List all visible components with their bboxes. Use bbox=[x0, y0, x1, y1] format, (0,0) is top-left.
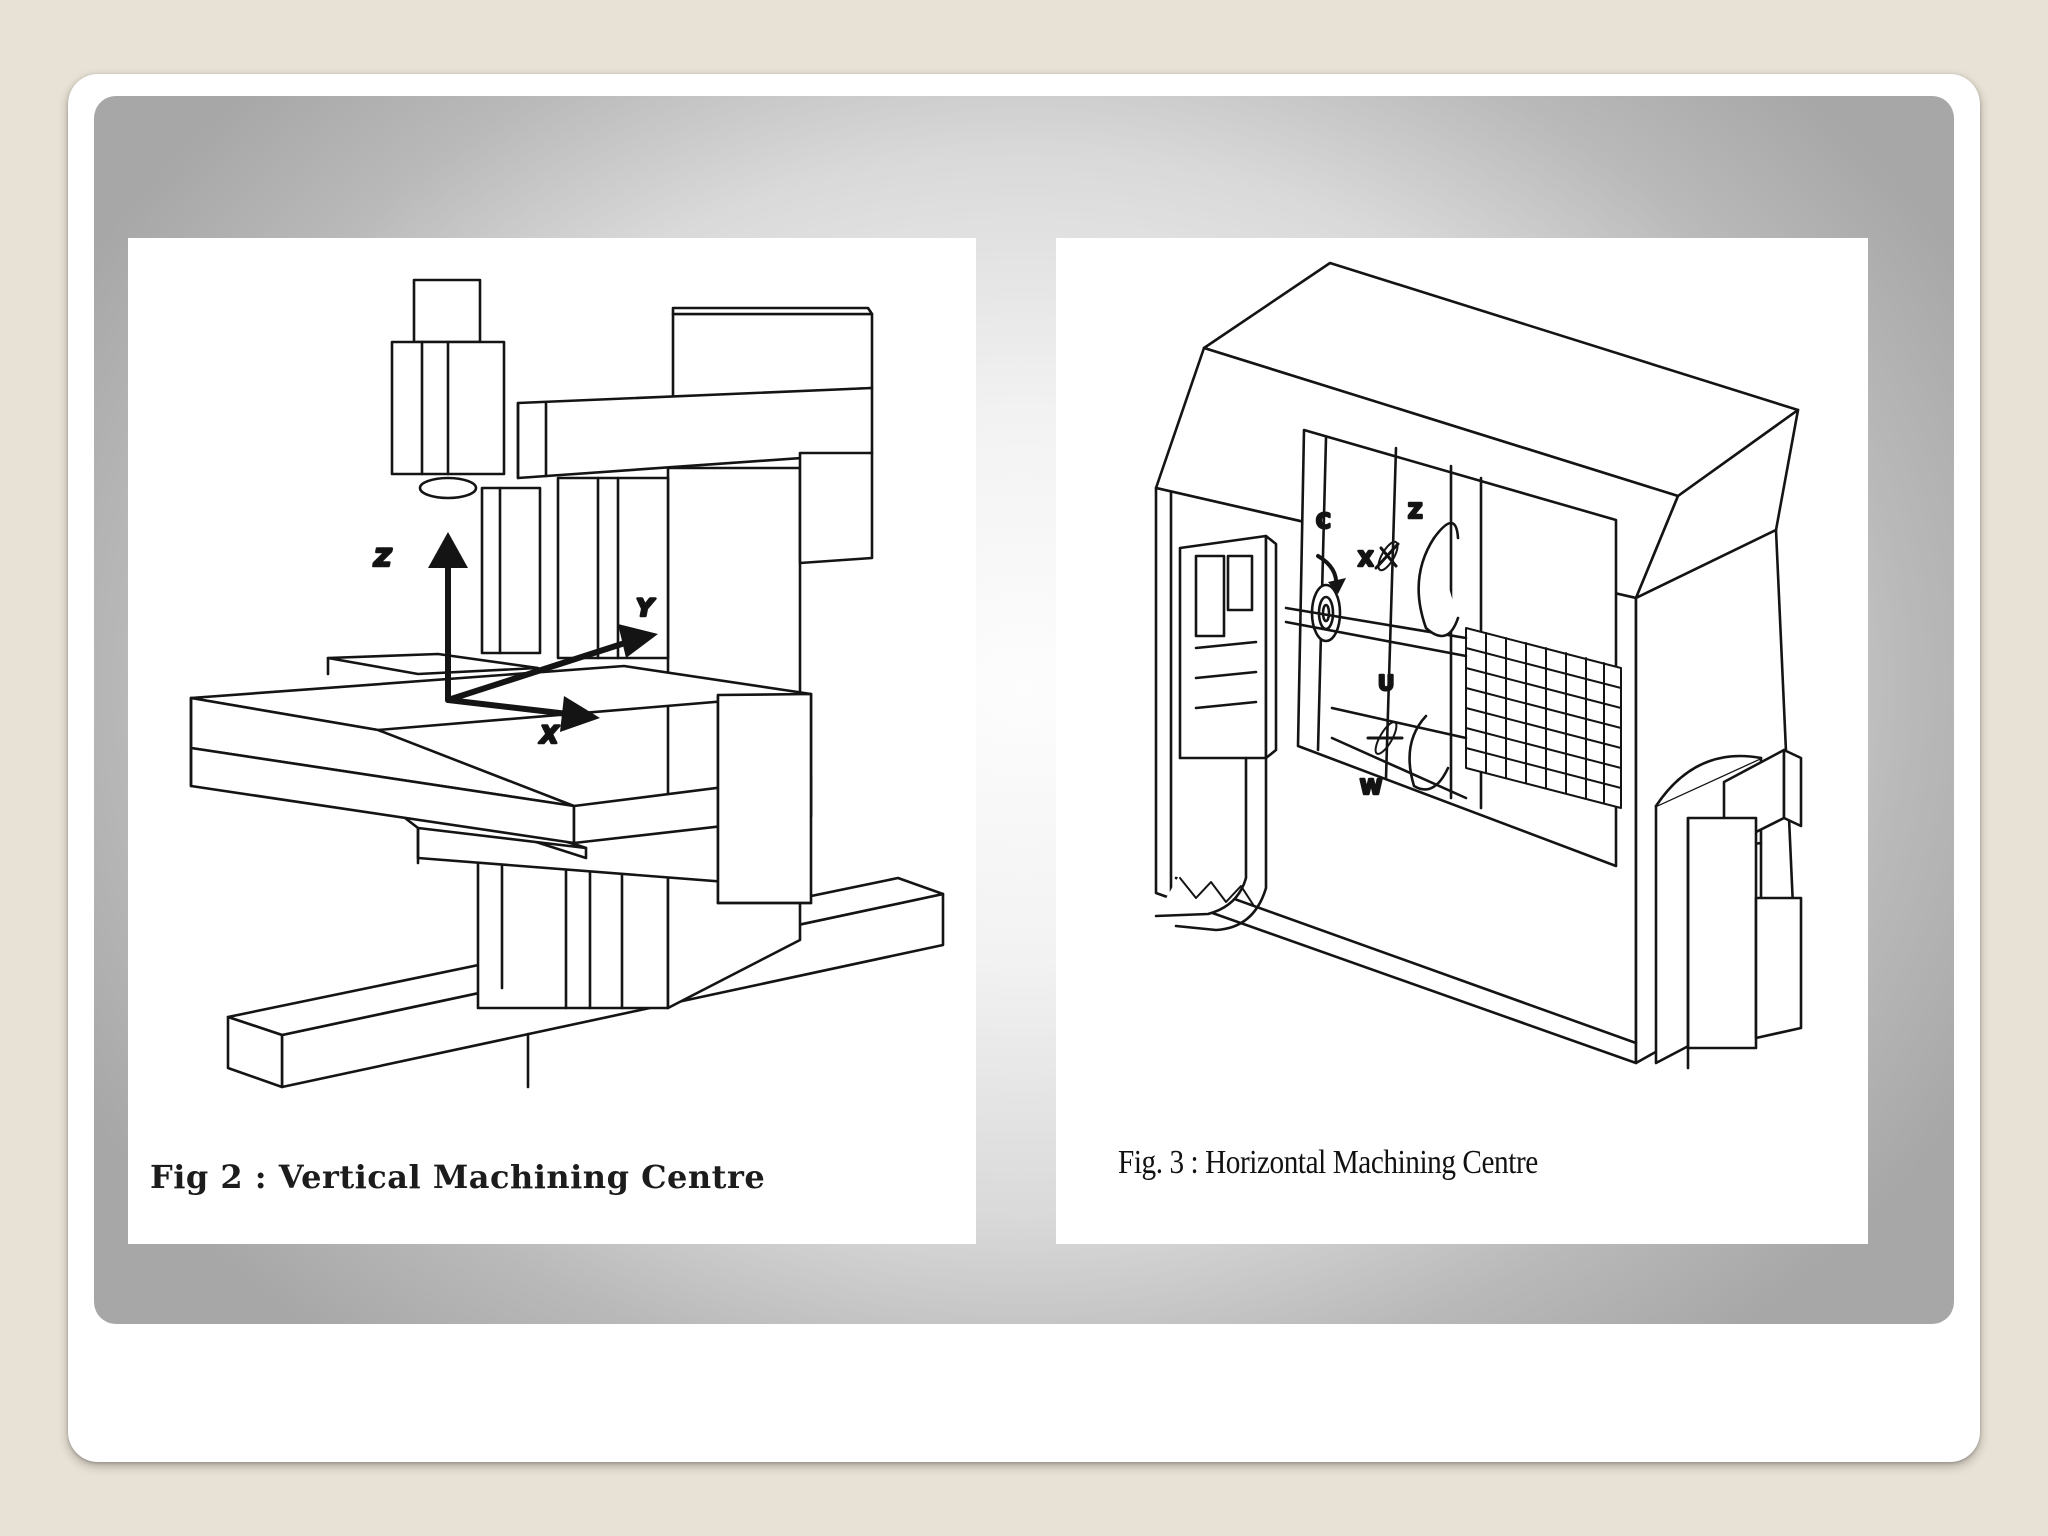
control-panel bbox=[1154, 534, 1278, 932]
chip-guard-grid bbox=[1465, 627, 1622, 809]
vertical-machining-centre-figure: Z Y X Fig 2 : Vertical Machining Centre bbox=[128, 238, 976, 1244]
w-axis-label: W bbox=[1360, 775, 1382, 799]
x-axis-label: X bbox=[538, 721, 560, 749]
worktable bbox=[189, 652, 813, 905]
spindle-head bbox=[390, 278, 542, 655]
axis-arrows bbox=[428, 532, 658, 732]
tool-turret-lower bbox=[1330, 706, 1468, 800]
coolant-duct bbox=[1654, 748, 1803, 1070]
z-axis-label: Z bbox=[373, 544, 392, 572]
slide: Z Y X Fig 2 : Vertical Machining Centre bbox=[68, 74, 1980, 1462]
horizontal-machining-centre-drawing: C X Z U W bbox=[1154, 261, 1803, 1070]
chuck bbox=[1284, 554, 1468, 658]
y-axis-label: Y bbox=[636, 594, 656, 622]
tool-turret-upper bbox=[1374, 521, 1460, 638]
figure-caption: Fig 2 : Vertical Machining Centre bbox=[150, 1158, 766, 1196]
c-axis-label: C bbox=[1316, 509, 1331, 533]
vertical-machining-centre-drawing: Z Y X bbox=[189, 278, 945, 1089]
figure-caption: Fig. 3 : Horizontal Machining Centre bbox=[1118, 1144, 1538, 1181]
u-axis-label: U bbox=[1378, 671, 1394, 695]
image-panel: Z Y X Fig 2 : Vertical Machining Centre bbox=[94, 96, 1954, 1324]
z-axis-label: Z bbox=[1408, 499, 1423, 523]
x-axis-label: X bbox=[1358, 547, 1374, 571]
horizontal-machining-centre-figure: C X Z U W Fig. 3 : Horizontal Machining … bbox=[1056, 238, 1868, 1244]
machine-overarm bbox=[516, 306, 874, 565]
